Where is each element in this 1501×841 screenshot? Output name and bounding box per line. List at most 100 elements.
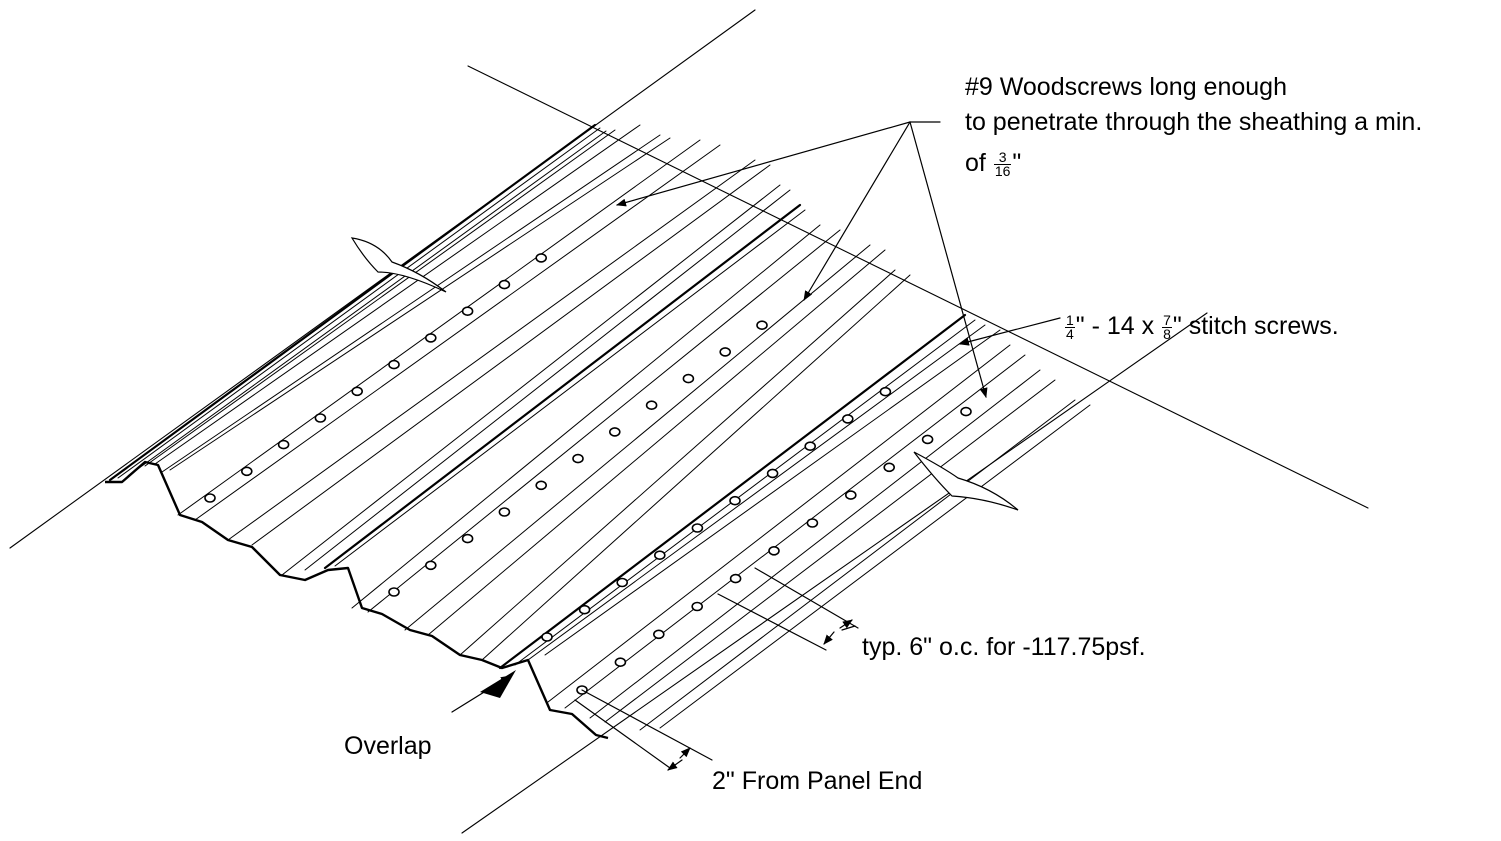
panel-rib-line [108,123,597,482]
fraction-numerator: 1 [1065,311,1075,328]
break-symbols [350,237,1019,511]
screw [960,406,972,417]
leader-line [803,121,911,301]
woodscrew-note-of: of [965,149,986,177]
panel-rib-line [427,249,886,636]
screw [616,577,629,588]
woodscrew-note-line2: to penetrate through the sheathing a min… [965,108,1423,136]
screw [756,320,768,331]
panel-rib-line [144,129,616,467]
panel-rib-line [527,324,986,661]
panel-rib-line [194,144,721,521]
support-line [467,65,1369,509]
screw-rows [204,253,972,695]
stitch-diameter-fraction: 1 4 [1065,311,1075,342]
leader-line [841,625,856,631]
panel-rib-line [404,244,871,631]
panel-rib-line [481,274,911,661]
screw [351,386,364,397]
break-symbol [913,451,1019,511]
overlap-label: Overlap [344,732,432,760]
screw [719,347,732,357]
screw [768,545,780,556]
leader-line [616,121,911,207]
panel-end-note: 2" From Panel End [712,767,923,795]
screw [277,439,290,450]
screw [204,493,216,503]
screw [461,306,474,317]
screw [424,560,437,571]
panel-rib-line [304,189,791,571]
overlap-arrowhead [480,670,516,698]
break-symbol [350,237,447,293]
spacing-note: typ. 6" o.c. for -117.75psf. [862,633,1146,661]
panel-rib-line [459,269,896,656]
panel-rib-line [161,134,661,473]
panel-rib-line [604,379,1056,723]
panel-rib-line [498,313,967,670]
screw [691,523,704,533]
leader-line [823,631,835,645]
panel-rib-line [589,369,1041,719]
screw [572,453,584,464]
leader-lines [451,121,1061,771]
stitch-screw-note: 1 4 " - 14 x 7 8 " stitch screws. [1064,311,1339,341]
panel-rib-line [547,344,1011,703]
screw [844,490,857,500]
stitch-screw-middle: " - 14 x [1075,312,1155,340]
screw [241,466,253,477]
fraction-denominator: 16 [994,162,1011,179]
screw [804,441,817,452]
screw [388,359,400,370]
screw [879,386,892,397]
panel-rib-line [334,209,806,567]
screw [645,400,658,411]
panel-rib-line [251,164,771,546]
leader-line [581,689,713,761]
inch-mark: " [1012,149,1022,177]
panel-rib-line [544,329,1001,656]
panel-rib-line [177,139,701,516]
screw [578,604,591,615]
panel-rib-line [117,127,601,479]
fraction-denominator: 4 [1066,325,1074,342]
panel-rib-line [367,229,841,613]
screw [653,550,666,561]
screw [498,279,511,290]
screw [461,533,474,544]
leader-line [679,747,691,759]
leader-line [717,593,827,651]
screw [498,507,511,517]
screw [541,632,553,642]
panel-rib-line [514,319,976,666]
screw [766,468,779,479]
panel-rib-line [351,224,821,609]
stitch-length-fraction: 7 8 [1162,313,1172,341]
screw [608,427,621,437]
panel-rib-line [127,130,607,477]
panel-profile-line [105,460,609,740]
panel-rib-line [154,124,641,465]
leader-line [754,567,859,629]
screw [535,480,548,491]
woodscrew-note-line3: of 3 16 " [965,148,1021,178]
support-line [9,9,756,549]
screw [535,253,548,263]
fraction-numerator: 3 [993,150,1012,165]
panel-rib-line [639,399,1076,731]
leader-line [667,759,683,771]
screw [841,414,854,424]
screw [883,462,896,473]
screw [682,373,695,384]
screw [314,413,327,423]
woodscrew-note-line1: #9 Woodscrews long enough [965,73,1287,101]
panel-rib-line [564,354,1026,709]
screw [691,601,704,612]
screw [921,434,934,445]
screw [388,587,400,597]
panel-rib-line [323,203,802,570]
leader-line [839,619,853,629]
support-lines [9,9,1369,834]
panel-rib-line [169,137,671,471]
